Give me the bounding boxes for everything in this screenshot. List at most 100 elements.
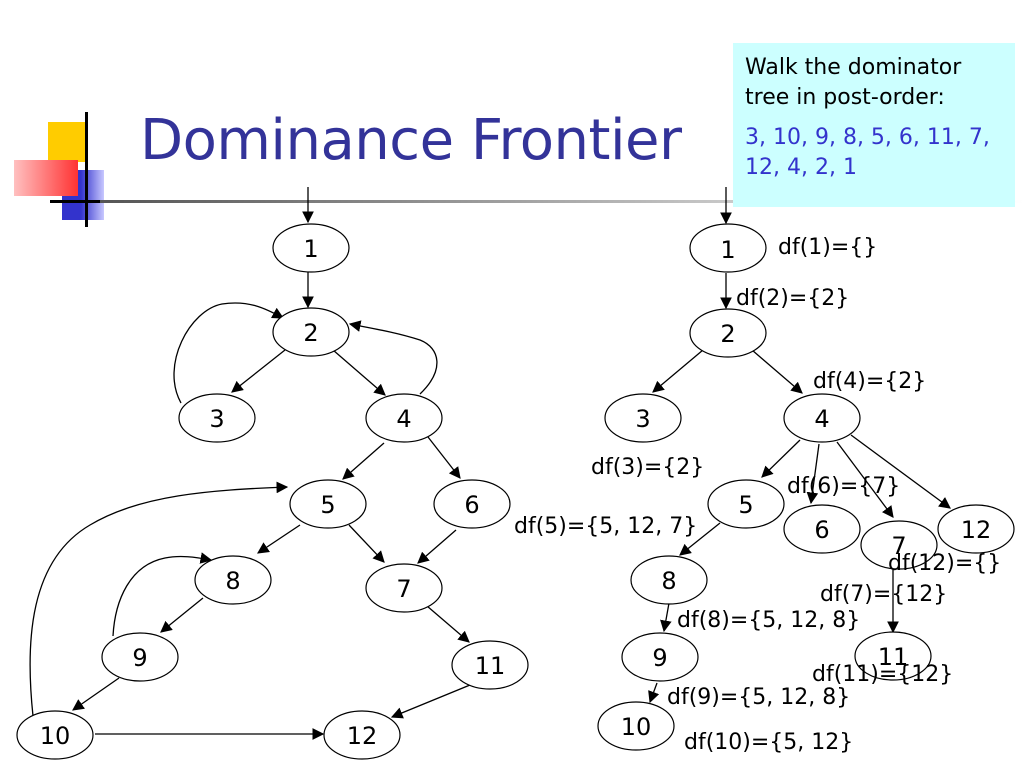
cfg-node-label: 6 xyxy=(464,491,479,519)
cfg-node: 6 xyxy=(433,479,511,529)
dom-edge-4-7 xyxy=(836,441,894,518)
cfg-node: 2 xyxy=(272,307,350,357)
cfg-edge-6-7 xyxy=(417,529,457,564)
cfg-edges xyxy=(29,187,471,740)
dom-node-label: 3 xyxy=(635,405,650,433)
cfg-node-label: 7 xyxy=(396,575,411,603)
dom-node: 6 xyxy=(783,504,861,554)
dom-node: 12 xyxy=(937,504,1015,554)
dom-edge-2-4 xyxy=(751,349,803,394)
cfg-node-shape xyxy=(451,640,529,690)
cfg-edge-10-5 xyxy=(29,481,289,717)
cfg-node-label: 11 xyxy=(475,652,506,680)
dom-edge-9-10 xyxy=(648,682,660,704)
df-label: df(11)={12} xyxy=(812,662,953,687)
dom-node: 1 xyxy=(689,223,767,273)
dom-node: 2 xyxy=(689,308,767,358)
cfg-edge-5-8 xyxy=(257,524,301,554)
cfg-graph: 1 2 3 4 5 6 7 xyxy=(16,187,529,760)
cfg-edge-2-3 xyxy=(231,349,286,393)
df-label: df(3)={2} xyxy=(591,455,704,480)
cfg-node-label: 8 xyxy=(225,567,240,595)
dom-edge-2-3 xyxy=(652,349,704,393)
deco-yellow-square xyxy=(48,122,88,162)
dom-edge-4-5 xyxy=(761,439,801,478)
cfg-node: 10 xyxy=(16,710,94,760)
cfg-edge-8-9 xyxy=(160,597,204,633)
dom-edge-4-12 xyxy=(850,434,951,509)
cfg-node: 4 xyxy=(365,393,443,443)
cfg-edge-3-2 xyxy=(173,302,285,404)
cfg-node-shape xyxy=(433,479,511,529)
dom-node-label: 7 xyxy=(891,532,906,560)
dom-node-shape xyxy=(860,520,938,570)
cfg-node-shape xyxy=(101,632,179,682)
dom-node-label: 5 xyxy=(738,491,753,519)
dom-node-shape xyxy=(689,308,767,358)
cfg-node-shape xyxy=(194,555,272,605)
dom-edge-4-6 xyxy=(806,443,820,505)
df-label: df(6)={7} xyxy=(787,474,900,499)
df-label: df(2)={2} xyxy=(736,286,849,311)
cfg-node: 8 xyxy=(194,555,272,605)
cfg-edge-4-5 xyxy=(342,442,385,480)
cfg-edge-2-4 xyxy=(332,349,386,396)
df-label: df(12)={} xyxy=(888,551,1001,576)
cfg-edge-5-7 xyxy=(348,524,385,563)
post-order-note: Walk the dominator tree in post-order: 3… xyxy=(733,43,1015,207)
cfg-node-shape xyxy=(272,223,350,273)
cfg-edge-4-2 xyxy=(348,320,438,395)
dom-node-shape xyxy=(604,393,682,443)
df-label: df(5)={5, 12, 7} xyxy=(514,514,697,539)
dom-node-label: 4 xyxy=(814,405,829,433)
cfg-node: 12 xyxy=(323,710,401,760)
cfg-edge-7-11 xyxy=(426,605,470,643)
cfg-node-label: 3 xyxy=(209,405,224,433)
dom-node-label: 12 xyxy=(961,516,992,544)
cfg-node-label: 12 xyxy=(347,722,378,750)
cfg-node-label: 10 xyxy=(40,722,71,750)
dom-edge-8-9 xyxy=(660,602,672,633)
dom-node-shape xyxy=(621,632,699,682)
df-label: df(7)={12} xyxy=(820,582,947,607)
df-label: df(10)={5, 12} xyxy=(684,730,853,755)
dom-node-label: 2 xyxy=(720,320,735,348)
dominance-frontier-labels: df(1)={} df(2)={2} df(4)={2} df(3)={2} d… xyxy=(514,235,1001,755)
dom-nodes: 1 2 3 4 5 6 7 xyxy=(597,223,1015,751)
dom-node-label: 9 xyxy=(652,644,667,672)
dominator-tree: 1 2 3 4 5 6 7 xyxy=(514,187,1015,755)
cfg-node: 1 xyxy=(272,223,350,273)
dom-node-shape xyxy=(937,504,1015,554)
cfg-node: 9 xyxy=(101,632,179,682)
dom-node-shape xyxy=(783,393,861,443)
cfg-edge-4-6 xyxy=(427,436,461,479)
title-decoration xyxy=(0,0,140,230)
cfg-node-shape xyxy=(365,563,443,613)
dom-node: 8 xyxy=(630,555,708,605)
deco-vertical-line xyxy=(85,112,88,227)
dom-node: 5 xyxy=(707,479,785,529)
df-label: df(9)={5, 12, 8} xyxy=(667,685,850,710)
cfg-edge-9-8 xyxy=(112,552,213,637)
cfg-edge-9-10 xyxy=(72,677,120,711)
cfg-node-shape xyxy=(323,710,401,760)
cfg-node-label: 4 xyxy=(396,405,411,433)
cfg-node-shape xyxy=(16,710,94,760)
dom-node-label: 1 xyxy=(720,236,735,264)
dom-node-label: 11 xyxy=(878,643,909,671)
cfg-node-shape xyxy=(289,479,367,529)
dom-node-shape xyxy=(707,479,785,529)
title-underline xyxy=(100,200,1024,203)
cfg-nodes: 1 2 3 4 5 6 7 xyxy=(16,223,529,760)
cfg-node: 5 xyxy=(289,479,367,529)
df-label: df(8)={5, 12, 8} xyxy=(677,608,860,633)
df-label: df(1)={} xyxy=(778,235,877,260)
df-label: df(4)={2} xyxy=(813,369,926,394)
dom-node-label: 8 xyxy=(661,567,676,595)
dom-edges xyxy=(648,187,951,704)
cfg-node-shape xyxy=(272,307,350,357)
note-heading: Walk the dominator tree in post-order: xyxy=(745,55,962,110)
cfg-node: 7 xyxy=(365,563,443,613)
dom-node-shape xyxy=(689,223,767,273)
dom-node: 7 xyxy=(860,520,938,570)
